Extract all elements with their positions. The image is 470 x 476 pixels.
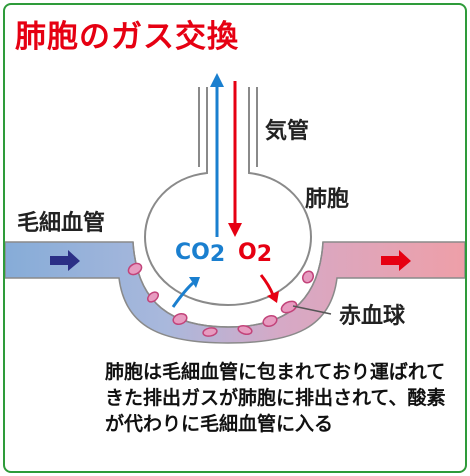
red-blood-cells — [127, 262, 315, 337]
capillary-label: 毛細血管 — [17, 211, 106, 236]
o2-label: O2 — [238, 240, 272, 267]
flow-arrow-in-icon — [50, 250, 80, 271]
alveolus-label: 肺胞 — [305, 187, 350, 212]
explanation-caption: 肺胞は毛細血管に包まれており運ばれてきた排出ガスが肺胞に排出されて、酸素が代わり… — [105, 361, 446, 435]
page-title: 肺胞のガス交換 — [15, 19, 239, 55]
co2-label: CO2 — [175, 240, 225, 267]
co2-entry-arrow-icon — [171, 281, 195, 308]
flow-arrow-out-icon — [381, 250, 411, 271]
alveolus-diagram: CO2 O2 — [5, 73, 465, 344]
rbc-pointer-line — [292, 305, 332, 315]
red-blood-cell-label: 赤血球 — [339, 304, 406, 329]
trachea-label: 気管 — [265, 119, 310, 144]
diagram-frame: CO2 O2 肺胞のガス交換 気管 肺胞 毛細血管 赤血球 肺胞は毛細血管に包ま… — [3, 3, 467, 473]
o2-exit-arrow-icon — [259, 274, 275, 296]
alveolus-sac — [143, 87, 313, 307]
capillary-dip-rim — [132, 241, 324, 328]
